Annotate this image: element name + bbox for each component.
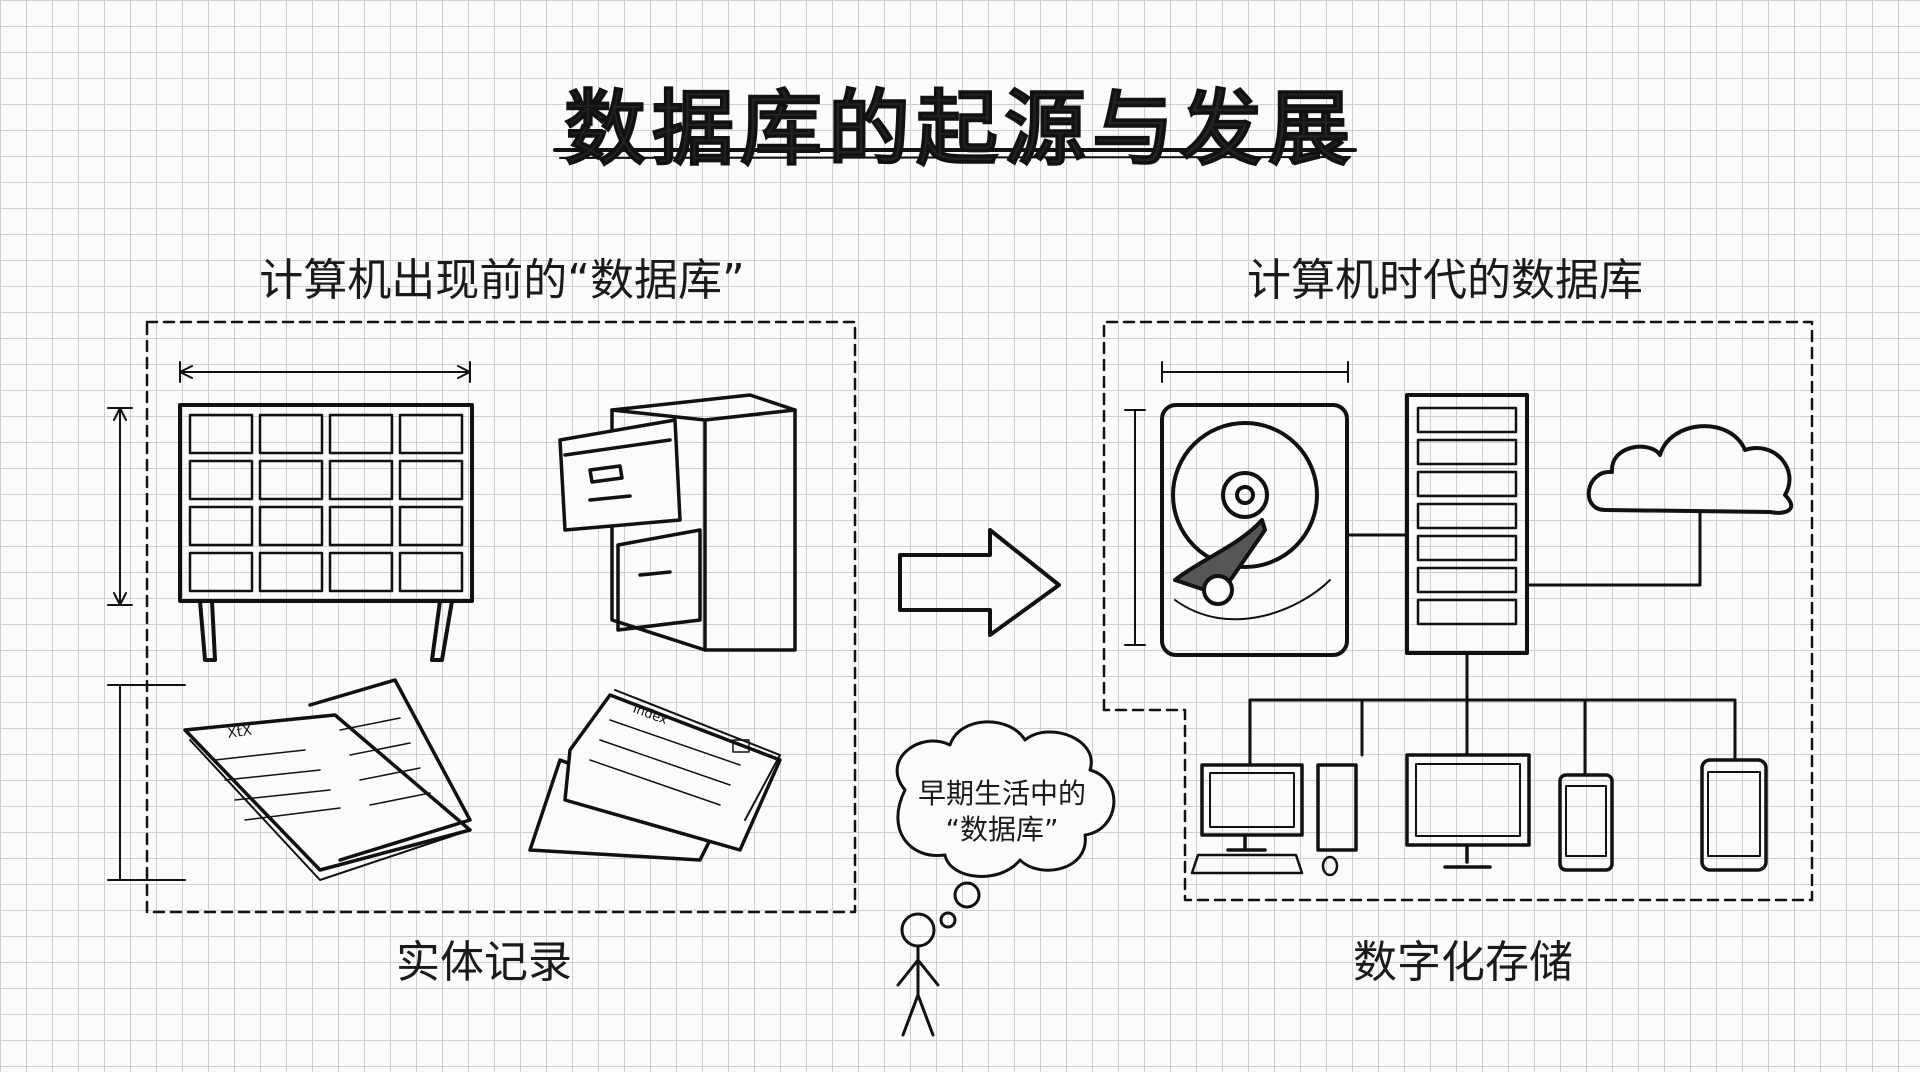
stick-figure-icon	[896, 912, 940, 1037]
thought-bubble-line-2: “数据库”	[945, 813, 1059, 846]
left-section-heading: 计算机出现前的“数据库”	[259, 255, 745, 306]
left-dashed-frame	[145, 320, 857, 914]
thought-bubble-line-1: 早期生活中的	[917, 777, 1087, 810]
cloud-icon	[1586, 424, 1794, 515]
filing-cabinet-icon	[558, 393, 797, 652]
arrow-right-icon	[898, 528, 1061, 637]
dimension-lines-right	[1124, 361, 1349, 646]
ledger-book-icon	[183, 678, 472, 881]
right-section-caption: 数字化存储	[1353, 937, 1573, 988]
monitor-icon	[1405, 753, 1531, 869]
right-dashed-frame	[1102, 320, 1814, 902]
network-connectors	[1248, 510, 1737, 777]
desktop-computer-icon	[1190, 763, 1358, 877]
smartphone-icon	[1700, 758, 1768, 872]
hard-drive-icon	[1160, 403, 1349, 657]
ledger-label: XtX	[226, 723, 253, 742]
thought-bubble-icon	[895, 720, 1116, 929]
server-rack-icon	[1405, 393, 1529, 655]
left-section-caption: 实体记录	[396, 937, 572, 988]
tablet-icon	[1558, 773, 1614, 872]
dimension-lines-left	[107, 361, 471, 881]
card-catalog-cabinet-icon	[178, 403, 474, 662]
title-underline	[553, 148, 1357, 159]
right-section-heading: 计算机时代的数据库	[1247, 255, 1643, 306]
thought-bubble-text: 早期生活中的 “数据库”	[918, 776, 1086, 848]
page-title: 数据库的起源与发展	[563, 82, 1357, 178]
index-cards-icon	[528, 689, 782, 862]
